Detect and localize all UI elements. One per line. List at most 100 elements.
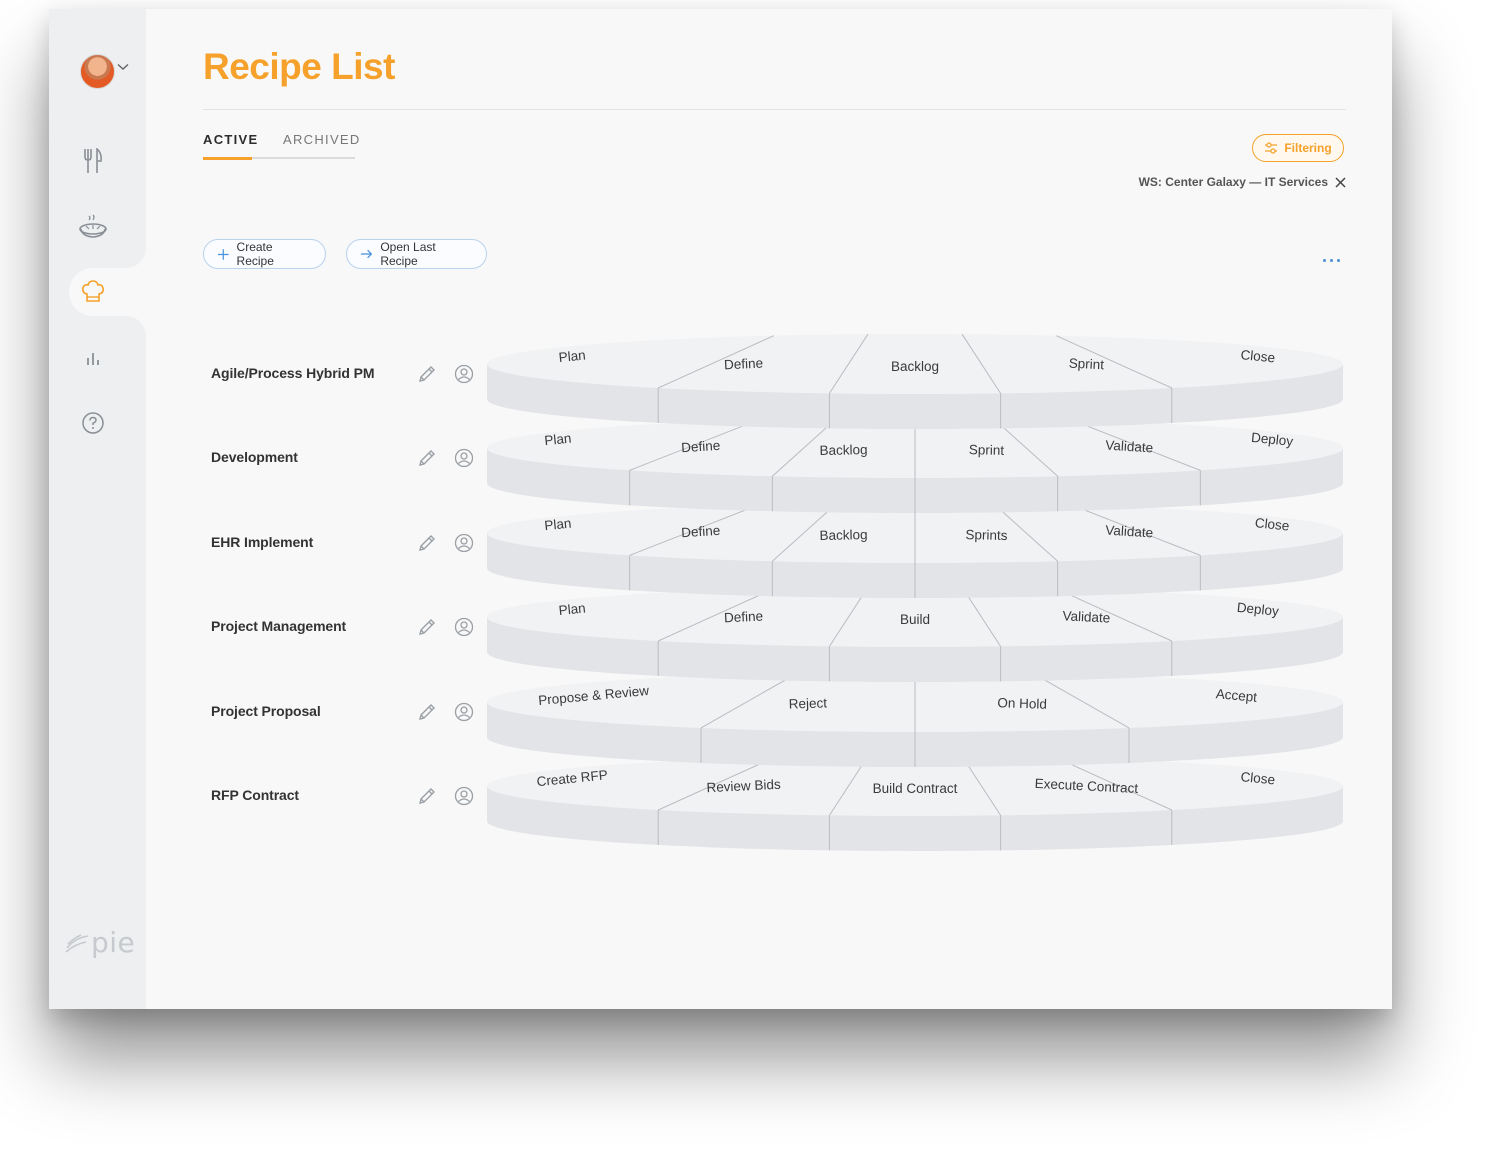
sidebar-item-recipe-list[interactable] [69,268,146,316]
brand-logo: pie [65,926,135,959]
sidebar-item-recipes[interactable] [69,137,146,185]
sidebar-item-reports[interactable] [69,334,146,382]
tab-track [203,157,355,159]
plus-icon [218,248,229,260]
recipe-name[interactable]: Development [211,449,298,465]
tab-archived[interactable]: ARCHIVED [283,132,361,147]
stage-label: Build Contract [873,781,958,796]
close-icon [1335,176,1346,188]
recipe-name[interactable]: Project Management [211,618,347,634]
stage-label: Validate [1105,523,1154,541]
pencil-icon [419,788,435,804]
tab-active-indicator [203,157,252,160]
utensils-icon [83,148,102,173]
stage-label: Accept [1215,686,1258,705]
stage-label: Backlog [819,442,867,458]
user-icon [454,364,474,384]
page-title: Recipe List [203,46,395,87]
avatar [80,54,115,89]
stage-label: Define [681,438,721,455]
stage-label: Execute Contract [1034,776,1138,796]
open-last-recipe-button[interactable]: Open Last Recipe [346,239,487,269]
tier-divider [629,419,759,471]
tier-divider [657,757,774,811]
edit-recipe-button[interactable] [416,701,438,723]
recipe-owner-button[interactable] [453,447,475,469]
stage-label: Close [1240,769,1276,787]
workspace-filter-label: WS: Center Galaxy — IT Services [1138,175,1328,189]
stage-label: Sprint [1068,356,1104,373]
active-tab-notch [126,316,146,336]
filtering-label: Filtering [1284,141,1332,155]
help-icon [81,412,104,434]
tier-divider [1056,335,1173,389]
stage-label: Plan [544,516,572,534]
tier-divider [771,503,837,562]
tier-divider [700,672,798,729]
tier-divider [1032,672,1130,729]
pie-logo-icon [65,934,89,953]
user-icon [454,786,474,806]
sidebar-item-pies[interactable] [69,202,146,250]
pie-icon [78,214,107,238]
stage-label: Sprint [969,442,1005,458]
tier-divider [1071,419,1201,471]
dot [1330,258,1333,262]
edit-recipe-button[interactable] [416,785,438,807]
edit-recipe-button[interactable] [416,447,438,469]
tier-top [487,334,1343,394]
recipe-name[interactable]: EHR Implement [211,534,314,550]
tier-divider [1071,504,1201,556]
create-recipe-button[interactable]: Create Recipe [203,239,326,269]
tier-divider [657,335,774,389]
recipe-owner-button[interactable] [453,532,475,554]
stage-label: Define [724,609,764,626]
user-icon [454,617,474,637]
bar-chart-icon [86,353,99,365]
recipe-owner-button[interactable] [453,616,475,638]
stage-label: Create RFP [536,767,608,789]
filtering-button[interactable]: Filtering [1252,134,1344,162]
stage-label: Sprints [965,527,1008,543]
app-window: pie Recipe List ACTIVE ARCHIVED Filterin… [49,9,1392,1009]
more-options-button[interactable] [1323,253,1347,267]
recipe-owner-button[interactable] [453,701,475,723]
edit-recipe-button[interactable] [416,532,438,554]
recipe-owner-button[interactable] [453,363,475,385]
stage-label: Close [1240,347,1276,365]
recipe-name[interactable]: RFP Contract [211,787,299,803]
sidebar: pie [49,9,146,1009]
pencil-icon [419,535,435,551]
edit-recipe-button[interactable] [416,363,438,385]
stage-label: Define [724,356,764,373]
tier-divider [1056,588,1173,642]
stage-label: Validate [1105,438,1154,456]
sidebar-item-help[interactable] [69,399,146,447]
edit-recipe-button[interactable] [416,616,438,638]
stage-label: Build [900,612,930,627]
pencil-icon [419,366,435,382]
tab-active[interactable]: ACTIVE [203,132,259,147]
recipe-name[interactable]: Agile/Process Hybrid PM [211,365,375,381]
clear-filter-button[interactable] [1335,176,1346,188]
recipe-owner-button[interactable] [453,785,475,807]
chef-hat-icon [81,280,104,302]
tier-divider [993,503,1059,562]
user-icon [454,448,474,468]
recipe-name[interactable]: Project Proposal [211,703,321,719]
stage-label: Plan [544,431,572,449]
user-menu[interactable] [80,54,140,90]
tier-divider [828,333,869,394]
pencil-icon [419,704,435,720]
tier-divider [629,504,759,556]
stage-label: Deploy [1236,600,1280,619]
tier-divider [657,588,774,642]
create-recipe-label: Create Recipe [236,240,274,268]
